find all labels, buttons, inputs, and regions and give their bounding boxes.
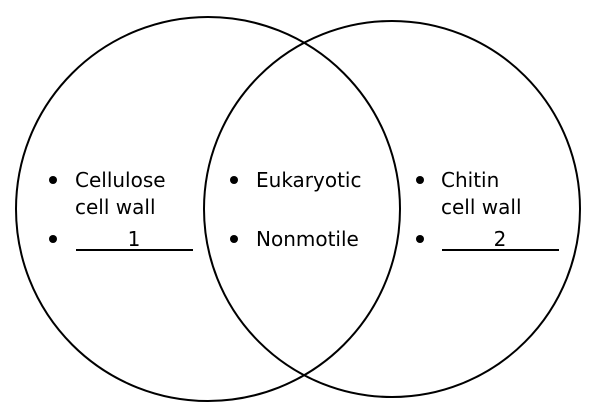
left-blank-number: 1 [128, 227, 141, 251]
middle-bullet-2 [230, 235, 238, 243]
right-item-1-line-2: cell wall [441, 195, 522, 219]
left-bullet-1 [49, 176, 57, 184]
right-item-1-line-1: Chitin [441, 168, 499, 192]
left-bullet-2 [49, 235, 57, 243]
left-item-1-line-1: Cellulose [75, 168, 166, 192]
middle-bullet-1 [230, 176, 238, 184]
right-bullet-2 [416, 235, 424, 243]
middle-item-1: Eukaryotic [256, 168, 362, 192]
right-blank-number: 2 [494, 227, 507, 251]
right-bullet-1 [416, 176, 424, 184]
left-item-1-line-2: cell wall [75, 195, 156, 219]
right-circle [203, 20, 581, 398]
middle-item-2: Nonmotile [256, 227, 359, 251]
left-circle [15, 16, 401, 402]
